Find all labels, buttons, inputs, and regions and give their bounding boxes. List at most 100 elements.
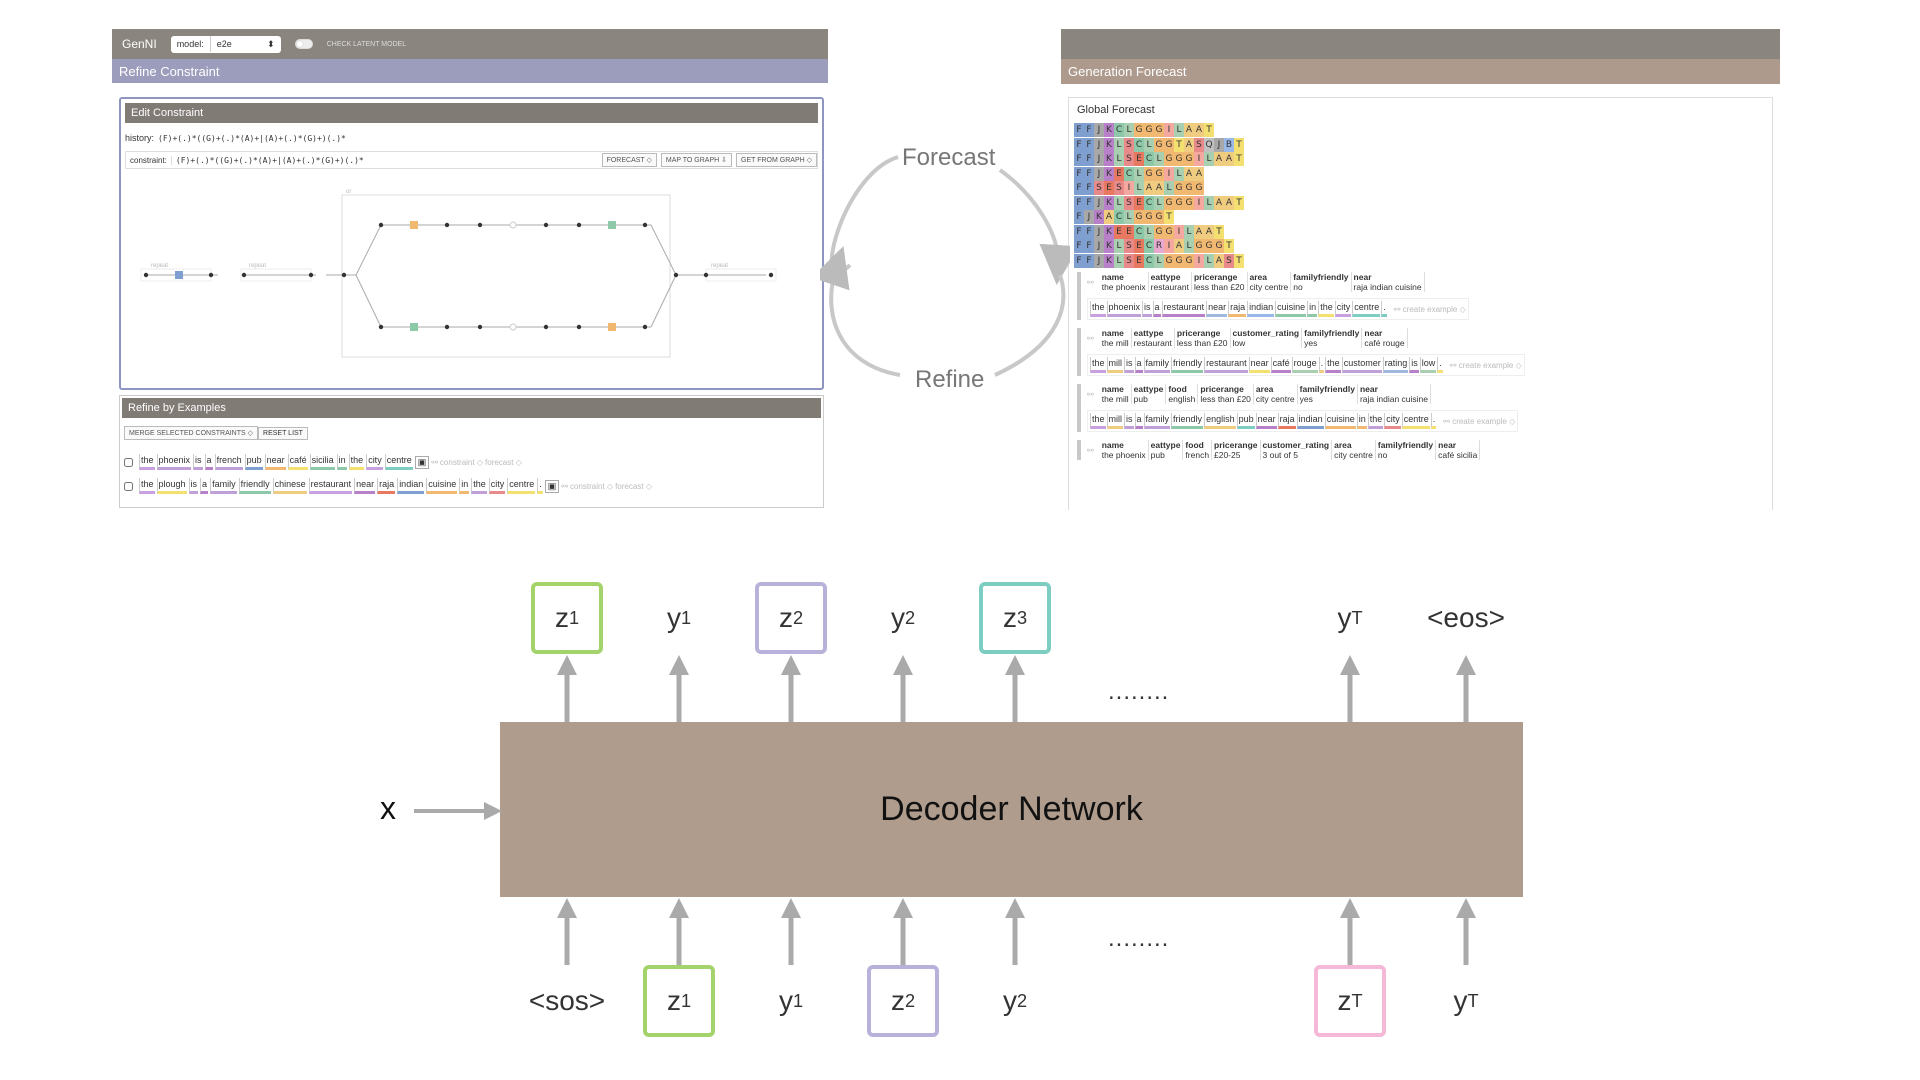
sentence-token: in [1307,301,1318,317]
output-arrow [893,655,913,722]
sentence-token: centre [1401,413,1430,429]
constraint-row: constraint: (F)+(.)*((G)+(.)*(A)+|(A)+(.… [125,151,818,169]
sentence-token: the [1318,301,1334,317]
forecast-cell: T [1234,253,1244,268]
attribute-value: city centre [1253,394,1298,404]
repeat-label-2: repeat [249,263,266,269]
create-example-link[interactable]: ⚯ create example ◇ [1443,416,1516,426]
eos-label-output: <eos> [1427,602,1505,633]
forecast-cell: A [1184,137,1194,152]
refine-constraint-title: Refine Constraint [119,63,220,79]
sentence-token: low [1419,357,1437,373]
sentence-token: indian [1296,413,1324,429]
forecast-cell: G [1174,181,1184,195]
lock-icon[interactable]: ▣ [414,455,430,469]
refine-constraint-header: Refine Constraint [112,59,828,83]
attribute-value: raja indian cuisine [1351,282,1425,292]
sentence-token: friendly [1171,357,1204,373]
forecast-cell: F [1074,195,1084,210]
create-example-link[interactable]: ⚯ create example ◇ [1449,360,1522,370]
forecast-cell: G [1174,253,1184,268]
attribute-header: eattype [1148,440,1184,450]
sentence-token: centre [1352,301,1381,317]
forecast-cell: S [1124,195,1134,210]
sentence-token: city [1334,301,1352,317]
forecast-cell: T [1234,152,1244,166]
forecast-cell: L [1174,123,1184,137]
history-value[interactable]: (F)+(.)*((G)+(.)*(A)+|(A)+(.)*(G)+)(.)* [158,133,346,143]
forecast-cell: F [1074,166,1084,181]
constraint-link[interactable]: constraint ◇ [570,481,614,491]
forecast-cell: G [1154,137,1164,152]
forecast-button[interactable]: FORECAST ◇ [601,153,657,167]
forecast-cell: J [1094,123,1104,137]
forecast-link[interactable]: forecast ◇ [484,457,522,467]
sentence-token: a [1134,357,1143,373]
constraint-input[interactable]: (F)+(.)*((G)+(.)*(A)+|(A)+(.)*(G)+)(.)* [175,155,364,165]
attribute-value: no [1290,282,1352,292]
example-token: family [210,478,237,494]
example-token: cuisine [426,478,458,494]
forecast-cell: A [1194,166,1204,181]
forecast-cell: G [1174,152,1184,166]
merge-constraints-button[interactable]: MERGE SELECTED CONSTRAINTS ◇ [124,426,259,440]
sentence-token: family [1143,413,1171,429]
forecast-cell: G [1214,239,1224,253]
model-select[interactable]: model: e2e⬍ [170,35,281,53]
get-from-graph-button[interactable]: GET FROM GRAPH ◇ [736,153,817,167]
forecast-cell: J [1094,166,1104,181]
sentence-token: the [1325,357,1341,373]
forecast-cell: G [1134,210,1144,224]
forecast-cell: J [1094,239,1104,253]
example-token: pub [244,454,263,470]
example-checkbox[interactable] [124,481,133,491]
forecast-cell: F [1084,239,1094,253]
link-icon: ⚯ [1087,445,1094,455]
forecast-cell: L [1114,253,1124,268]
decoder-network-box: Decoder Network [500,722,1523,897]
example-checkbox[interactable] [124,457,133,467]
forecast-cell: I [1164,123,1174,137]
output-arrow [669,655,689,722]
latent-toggle-label: CHECK LATENT MODEL [326,40,407,48]
forecast-cell: J [1214,137,1224,152]
forecast-cell: L [1124,210,1134,224]
attribute-value: english [1165,394,1199,404]
forecast-link[interactable]: forecast ◇ [615,481,652,491]
forecast-cell: L [1184,224,1194,239]
lock-icon[interactable]: ▣ [544,479,560,493]
forecast-cell: F [1074,224,1084,239]
forecast-cell: L [1144,137,1154,152]
map-to-graph-button[interactable]: MAP TO GRAPH ⇩ [660,153,733,167]
reset-list-button[interactable]: RESET LIST [258,426,308,440]
edit-constraint-header: Edit Constraint [125,103,818,123]
forecast-cell: L [1204,195,1214,210]
app-title: GenNI [122,37,157,51]
attribute-value: less than £20 [1191,282,1248,292]
create-example-link[interactable]: ⚯ create example ◇ [1393,304,1466,314]
constraint-graph[interactable]: repeat repeat repeat or [121,177,822,387]
forecast-cell: B [1224,137,1234,152]
attribute-value: café rouge [1361,338,1408,348]
latent-toggle[interactable] [294,39,313,49]
forecast-cell: S [1194,137,1204,152]
forecast-cell: G [1164,152,1174,166]
forecast-cell: L [1134,181,1144,195]
forecast-cell: C [1144,152,1154,166]
forecast-cell: L [1144,224,1154,239]
attribute-value: less than £20 [1197,394,1254,404]
constraint-link[interactable]: constraint ◇ [439,457,483,467]
example-token: in [459,478,470,494]
constraint-label: constraint: [126,155,172,165]
model-value: e2e [216,38,232,49]
